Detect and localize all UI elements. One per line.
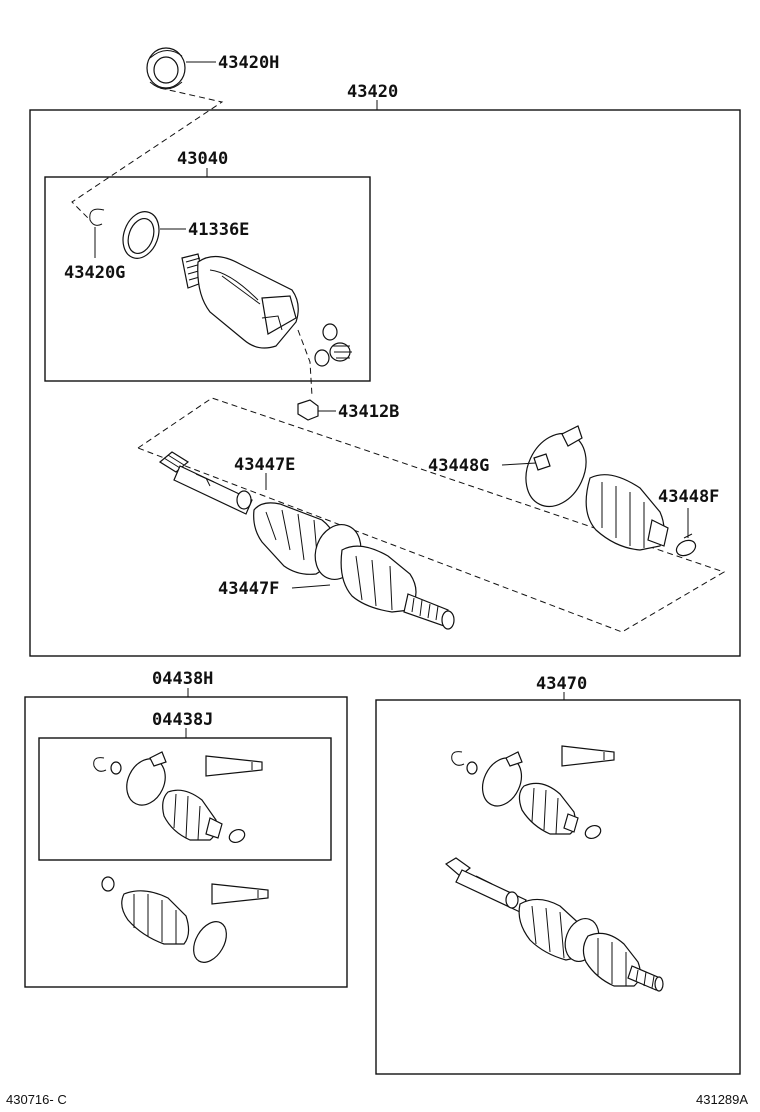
label-43448G: 43448G — [428, 456, 489, 476]
footer-right-code: 431289A — [696, 1092, 748, 1107]
label-43447E: 43447E — [234, 455, 295, 475]
snap-ring-43420G — [89, 208, 105, 226]
boot-right — [585, 474, 669, 551]
small-clamp-43448F — [675, 533, 697, 557]
label-43448F: 43448F — [658, 487, 719, 507]
ring-41336E — [122, 211, 160, 259]
label-04438H: 04438H — [152, 669, 213, 689]
label-43420: 43420 — [347, 82, 398, 102]
label-43420H: 43420H — [218, 53, 279, 73]
label-04438J: 04438J — [152, 710, 213, 730]
label-43412B: 43412B — [338, 402, 399, 422]
nut-43412B — [297, 399, 319, 421]
tripod-spider — [314, 323, 352, 367]
kit-h-parts — [101, 876, 269, 963]
label-41336E: 41336E — [188, 220, 249, 240]
assembly-43470-parts — [444, 745, 664, 992]
outboard-joint-housing — [181, 253, 299, 349]
label-43470: 43470 — [536, 674, 587, 694]
assembly-box-43420 — [29, 109, 741, 657]
kit-j-parts — [93, 751, 263, 844]
drive-shaft — [158, 451, 253, 515]
kit-box-04438H — [24, 696, 348, 988]
kit-box-04438J — [38, 737, 332, 861]
label-43447F: 43447F — [218, 579, 279, 599]
boot-clamp-43448G — [525, 425, 587, 508]
assembly-box-43470 — [375, 699, 741, 1075]
label-43420G: 43420G — [64, 263, 125, 283]
label-43040: 43040 — [177, 149, 228, 169]
shaft-joint-outboard — [340, 545, 455, 630]
footer-left-code: 430716- C — [6, 1092, 67, 1107]
oil-seal-43420H — [146, 47, 186, 90]
